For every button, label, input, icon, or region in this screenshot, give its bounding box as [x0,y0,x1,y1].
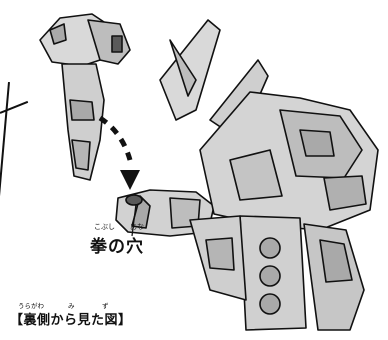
detached-fist-part [39,13,131,181]
caption-ruby-2: み [68,302,75,310]
caption-ruby-1: うらがわ [18,302,44,310]
fist-hole-text: 拳の穴 [90,237,144,257]
insert-arrow [98,115,133,161]
view-caption: うらがわ み ず 【裏側から見た図】 [10,300,210,328]
fist-hole-label: こぶし あな 拳の穴 [72,222,162,257]
label-ruby-1: こぶし [94,223,115,231]
robot-body [159,19,379,331]
caption-text: 【裏側から見た図】 [10,313,132,328]
caption-ruby-3: ず [102,302,109,310]
label-ruby: こぶし あな [72,222,162,232]
label-ruby-2: あな [130,223,144,231]
caption-ruby: うらがわ み ず [10,300,210,310]
arrow-head [120,170,140,190]
pointer-line [131,203,137,237]
